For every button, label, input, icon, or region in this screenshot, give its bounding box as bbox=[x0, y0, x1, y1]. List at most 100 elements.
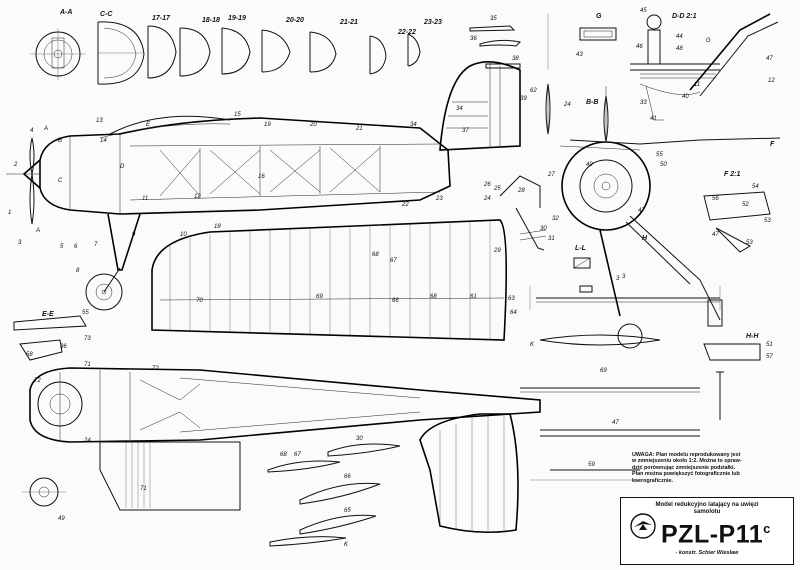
svg-text:19: 19 bbox=[264, 122, 271, 128]
svg-text:18: 18 bbox=[214, 224, 221, 230]
svg-text:70: 70 bbox=[196, 298, 203, 304]
control-rod: 3 K bbox=[530, 274, 720, 348]
svg-text:25: 25 bbox=[493, 186, 501, 192]
airfoil-sections: 67 68 30 66 65 K bbox=[267, 436, 401, 548]
svg-text:22: 22 bbox=[401, 202, 409, 208]
svg-text:33: 33 bbox=[640, 100, 647, 106]
svg-text:12: 12 bbox=[194, 194, 201, 200]
svg-text:34: 34 bbox=[410, 122, 417, 128]
section-a-a: A-A bbox=[30, 9, 86, 80]
svg-text:26: 26 bbox=[483, 182, 491, 188]
svg-text:34: 34 bbox=[456, 106, 463, 112]
svg-text:51: 51 bbox=[766, 342, 773, 348]
detail-l-l: L-L bbox=[573, 245, 591, 269]
svg-text:71: 71 bbox=[140, 486, 147, 492]
label-22-22: 22-22 bbox=[397, 29, 416, 36]
svg-text:E: E bbox=[146, 122, 151, 128]
svg-text:47: 47 bbox=[712, 232, 719, 238]
label-g: G bbox=[596, 13, 602, 20]
svg-text:41: 41 bbox=[650, 116, 657, 122]
note-line: w zmniejszeniu około 1:2. Można to spraw… bbox=[632, 458, 742, 465]
model-name: PZL-P11c bbox=[661, 520, 771, 549]
svg-text:59: 59 bbox=[588, 462, 595, 468]
label-23-23: 23-23 bbox=[423, 19, 442, 26]
svg-text:7: 7 bbox=[94, 242, 98, 248]
section-23: 23-23 bbox=[407, 19, 442, 67]
svg-text:43: 43 bbox=[576, 52, 583, 58]
bottom-right-rods: 69 47 59 bbox=[520, 368, 724, 471]
aeroclub-logo-icon bbox=[630, 513, 656, 539]
svg-text:3: 3 bbox=[616, 276, 620, 282]
section-22: 22-22 bbox=[369, 29, 416, 75]
svg-text:73: 73 bbox=[84, 336, 91, 342]
svg-text:27: 27 bbox=[547, 172, 555, 178]
svg-text:40: 40 bbox=[682, 94, 689, 100]
svg-text:57: 57 bbox=[766, 354, 773, 360]
svg-text:16: 16 bbox=[258, 174, 265, 180]
svg-text:72: 72 bbox=[152, 366, 159, 372]
label-e-e: E-E bbox=[42, 311, 54, 318]
svg-text:2: 2 bbox=[13, 162, 18, 168]
title-block: Model redukcyjno latający na uwięzi samo… bbox=[620, 497, 794, 565]
svg-text:47: 47 bbox=[612, 420, 619, 426]
svg-text:56: 56 bbox=[712, 196, 719, 202]
dimension-marks bbox=[529, 286, 721, 481]
detail-d-d: D-D 2:1 45 46 44 48 G 47 12 40 11 33 41 bbox=[630, 8, 779, 122]
svg-text:39: 39 bbox=[520, 96, 527, 102]
svg-text:H: H bbox=[642, 235, 648, 242]
svg-text:64: 64 bbox=[510, 310, 517, 316]
svg-text:35: 35 bbox=[490, 16, 497, 22]
svg-text:14: 14 bbox=[100, 138, 107, 144]
label-19-19: 19-19 bbox=[228, 15, 246, 22]
svg-text:53: 53 bbox=[764, 218, 771, 224]
svg-text:24: 24 bbox=[83, 438, 91, 444]
label-l-l: L-L bbox=[575, 245, 586, 252]
detail-f: F 2:1 56 54 52 53 47 53 bbox=[703, 171, 771, 253]
label-18-18: 18-18 bbox=[202, 17, 220, 24]
fuselage-top-view: 72 72 24 71 71 bbox=[29, 362, 541, 534]
svg-text:24: 24 bbox=[483, 196, 491, 202]
designer-credit: - konstr. Schier Wiesław bbox=[675, 550, 739, 556]
svg-text:10: 10 bbox=[180, 232, 187, 238]
label-20-20: 20-20 bbox=[285, 17, 304, 24]
svg-text:24: 24 bbox=[563, 102, 571, 108]
svg-text:68: 68 bbox=[430, 294, 437, 300]
svg-text:31: 31 bbox=[548, 236, 555, 242]
svg-text:49: 49 bbox=[586, 162, 593, 168]
detail-g: G 43 bbox=[576, 13, 617, 58]
svg-text:G: G bbox=[706, 38, 711, 44]
svg-text:C: C bbox=[58, 178, 63, 184]
strut-part: 35 36 38 bbox=[469, 16, 522, 69]
section-17: 17-17 bbox=[147, 15, 177, 79]
svg-text:45: 45 bbox=[640, 8, 647, 14]
wing-top-view: 70 69 66 68 61 63 64 68 67 bbox=[151, 219, 517, 341]
svg-text:11: 11 bbox=[142, 196, 148, 202]
svg-text:55: 55 bbox=[656, 152, 663, 158]
label-f: F 2:1 bbox=[724, 171, 740, 178]
svg-text:69: 69 bbox=[600, 368, 607, 374]
svg-text:71: 71 bbox=[84, 362, 91, 368]
caption-line: Model redukcyjno latający na uwięzi bbox=[655, 502, 759, 508]
svg-text:37: 37 bbox=[462, 128, 469, 134]
caption-line: samolotu bbox=[693, 509, 721, 515]
tail-fin-side: 34 37 39 bbox=[439, 61, 527, 151]
svg-text:5: 5 bbox=[60, 244, 64, 250]
svg-text:15: 15 bbox=[234, 112, 241, 118]
svg-text:11: 11 bbox=[694, 82, 700, 88]
note-line: dzić porównując zmniejszenie podziałki. bbox=[632, 464, 736, 471]
svg-text:30: 30 bbox=[356, 436, 363, 442]
svg-text:13: 13 bbox=[96, 118, 103, 124]
svg-text:61: 61 bbox=[470, 294, 477, 300]
svg-text:58: 58 bbox=[26, 352, 33, 358]
svg-text:A: A bbox=[43, 126, 48, 132]
svg-text:63: 63 bbox=[508, 296, 515, 302]
svg-text:65: 65 bbox=[344, 508, 351, 514]
svg-text:K: K bbox=[344, 542, 349, 548]
svg-text:52: 52 bbox=[742, 202, 749, 208]
section-c-c: C-C bbox=[97, 11, 145, 85]
svg-text:21: 21 bbox=[355, 126, 363, 132]
label-h-h: H-H bbox=[746, 333, 759, 340]
model-suffix: c bbox=[763, 521, 771, 536]
svg-text:44: 44 bbox=[676, 34, 683, 40]
svg-text:69: 69 bbox=[316, 294, 323, 300]
